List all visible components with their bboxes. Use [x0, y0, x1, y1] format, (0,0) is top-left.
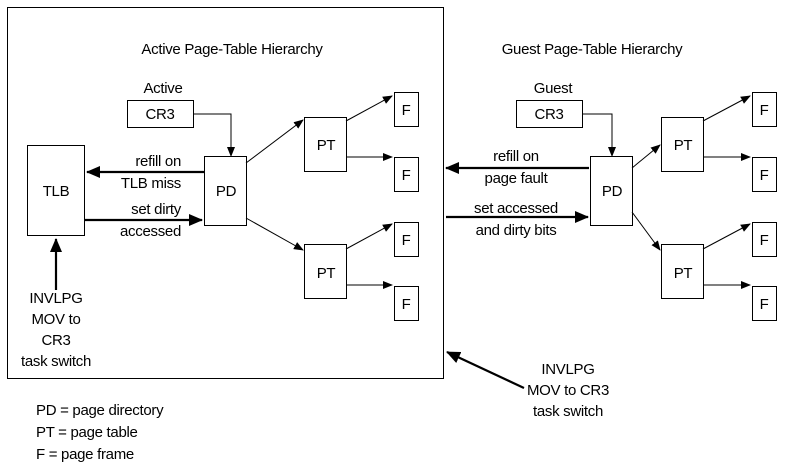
guest-pt-bottom-label: PT [674, 265, 693, 282]
tlb-box [27, 145, 85, 236]
guest-frame-box-3 [752, 222, 777, 257]
guest-frame-label-3: F [760, 232, 769, 249]
tlb-label: TLB [43, 183, 70, 200]
guest-pt-top-frame-arrow-1 [702, 95, 751, 122]
active-pt-bottom-box [304, 244, 347, 299]
legend-f: F = page frame [36, 446, 134, 463]
active-pd-to-pt-bottom-arrow [245, 217, 304, 251]
active-dirty-line2: accessed [120, 223, 181, 240]
guest-cr3-label: CR3 [534, 106, 563, 123]
active-pd-to-pt-top-arrow [245, 119, 304, 164]
outside-invlpg-line1: INVLPG [541, 361, 594, 378]
tlb-invlpg-line2: MOV to [31, 311, 80, 328]
legend-pt: PT = page table [36, 424, 138, 441]
active-refill-line2: TLB miss [121, 175, 181, 192]
outside-invlpg-line3: task switch [533, 403, 603, 420]
outside-invlpg-line2: MOV to CR3 [527, 382, 609, 399]
active-frame-box-2 [394, 157, 419, 192]
guest-pd-to-pt-top-arrow [631, 144, 661, 169]
active-frame-box-3 [394, 222, 419, 257]
active-frame-label-4: F [402, 296, 411, 313]
active-cr3-arrow [193, 113, 235, 157]
guest-frame-box-2 [752, 157, 777, 192]
active-hierarchy-frame [7, 7, 444, 379]
legend-pd: PD = page directory [36, 402, 164, 419]
guest-pd-label: PD [602, 183, 623, 200]
active-frame-label-1: F [402, 102, 411, 119]
guest-pd-to-pt-bottom-arrow [631, 211, 661, 251]
guest-frame-box-1 [752, 92, 777, 127]
active-cr3-label: CR3 [145, 106, 174, 123]
active-pt-top-box [304, 117, 347, 172]
guest-cr3-arrow [582, 113, 616, 157]
guest-cr3-caption: Guest [534, 80, 574, 97]
active-frame-label-3: F [402, 232, 411, 249]
guest-pt-top-label: PT [674, 137, 693, 154]
active-frame-box-4 [394, 286, 419, 321]
guest-frame-box-4 [752, 286, 777, 321]
guest-cr3-box [516, 100, 583, 128]
guest-hierarchy-title: Guest Page-Table Hierarchy [502, 41, 683, 58]
active-refill-line1: refill on [135, 153, 181, 170]
guest-refill-line2: page fault [485, 170, 549, 187]
guest-set-line1: set accessed [474, 200, 558, 217]
tlb-invlpg-line1: INVLPG [29, 290, 82, 307]
outside-invlpg-arrow [446, 351, 525, 389]
guest-pt-bottom-frame-arrow-1 [702, 223, 751, 250]
active-cr3-caption: Active [143, 80, 182, 97]
active-frame-box-1 [394, 92, 419, 127]
active-pt-bottom-label: PT [317, 265, 336, 282]
guest-frame-label-1: F [760, 102, 769, 119]
tlb-invlpg-line4: task switch [21, 353, 91, 370]
guest-frame-label-2: F [760, 167, 769, 184]
guest-set-line2: and dirty bits [476, 222, 557, 239]
active-hierarchy-title: Active Page-Table Hierarchy [141, 41, 323, 58]
active-frame-label-2: F [402, 167, 411, 184]
guest-pd-box [590, 156, 633, 226]
active-pt-top-label: PT [317, 137, 336, 154]
active-pd-box [204, 156, 247, 226]
guest-pt-top-box [661, 117, 704, 172]
guest-refill-line1: refill on [493, 148, 539, 165]
guest-pt-bottom-box [661, 244, 704, 299]
active-pt-top-frame-arrow-1 [345, 95, 393, 122]
active-cr3-box [127, 100, 194, 128]
active-dirty-line1: set dirty [131, 201, 182, 218]
active-pd-label: PD [216, 183, 237, 200]
tlb-invlpg-line3: CR3 [41, 332, 70, 349]
active-pt-bottom-frame-arrow-1 [345, 223, 393, 250]
guest-frame-label-4: F [760, 296, 769, 313]
